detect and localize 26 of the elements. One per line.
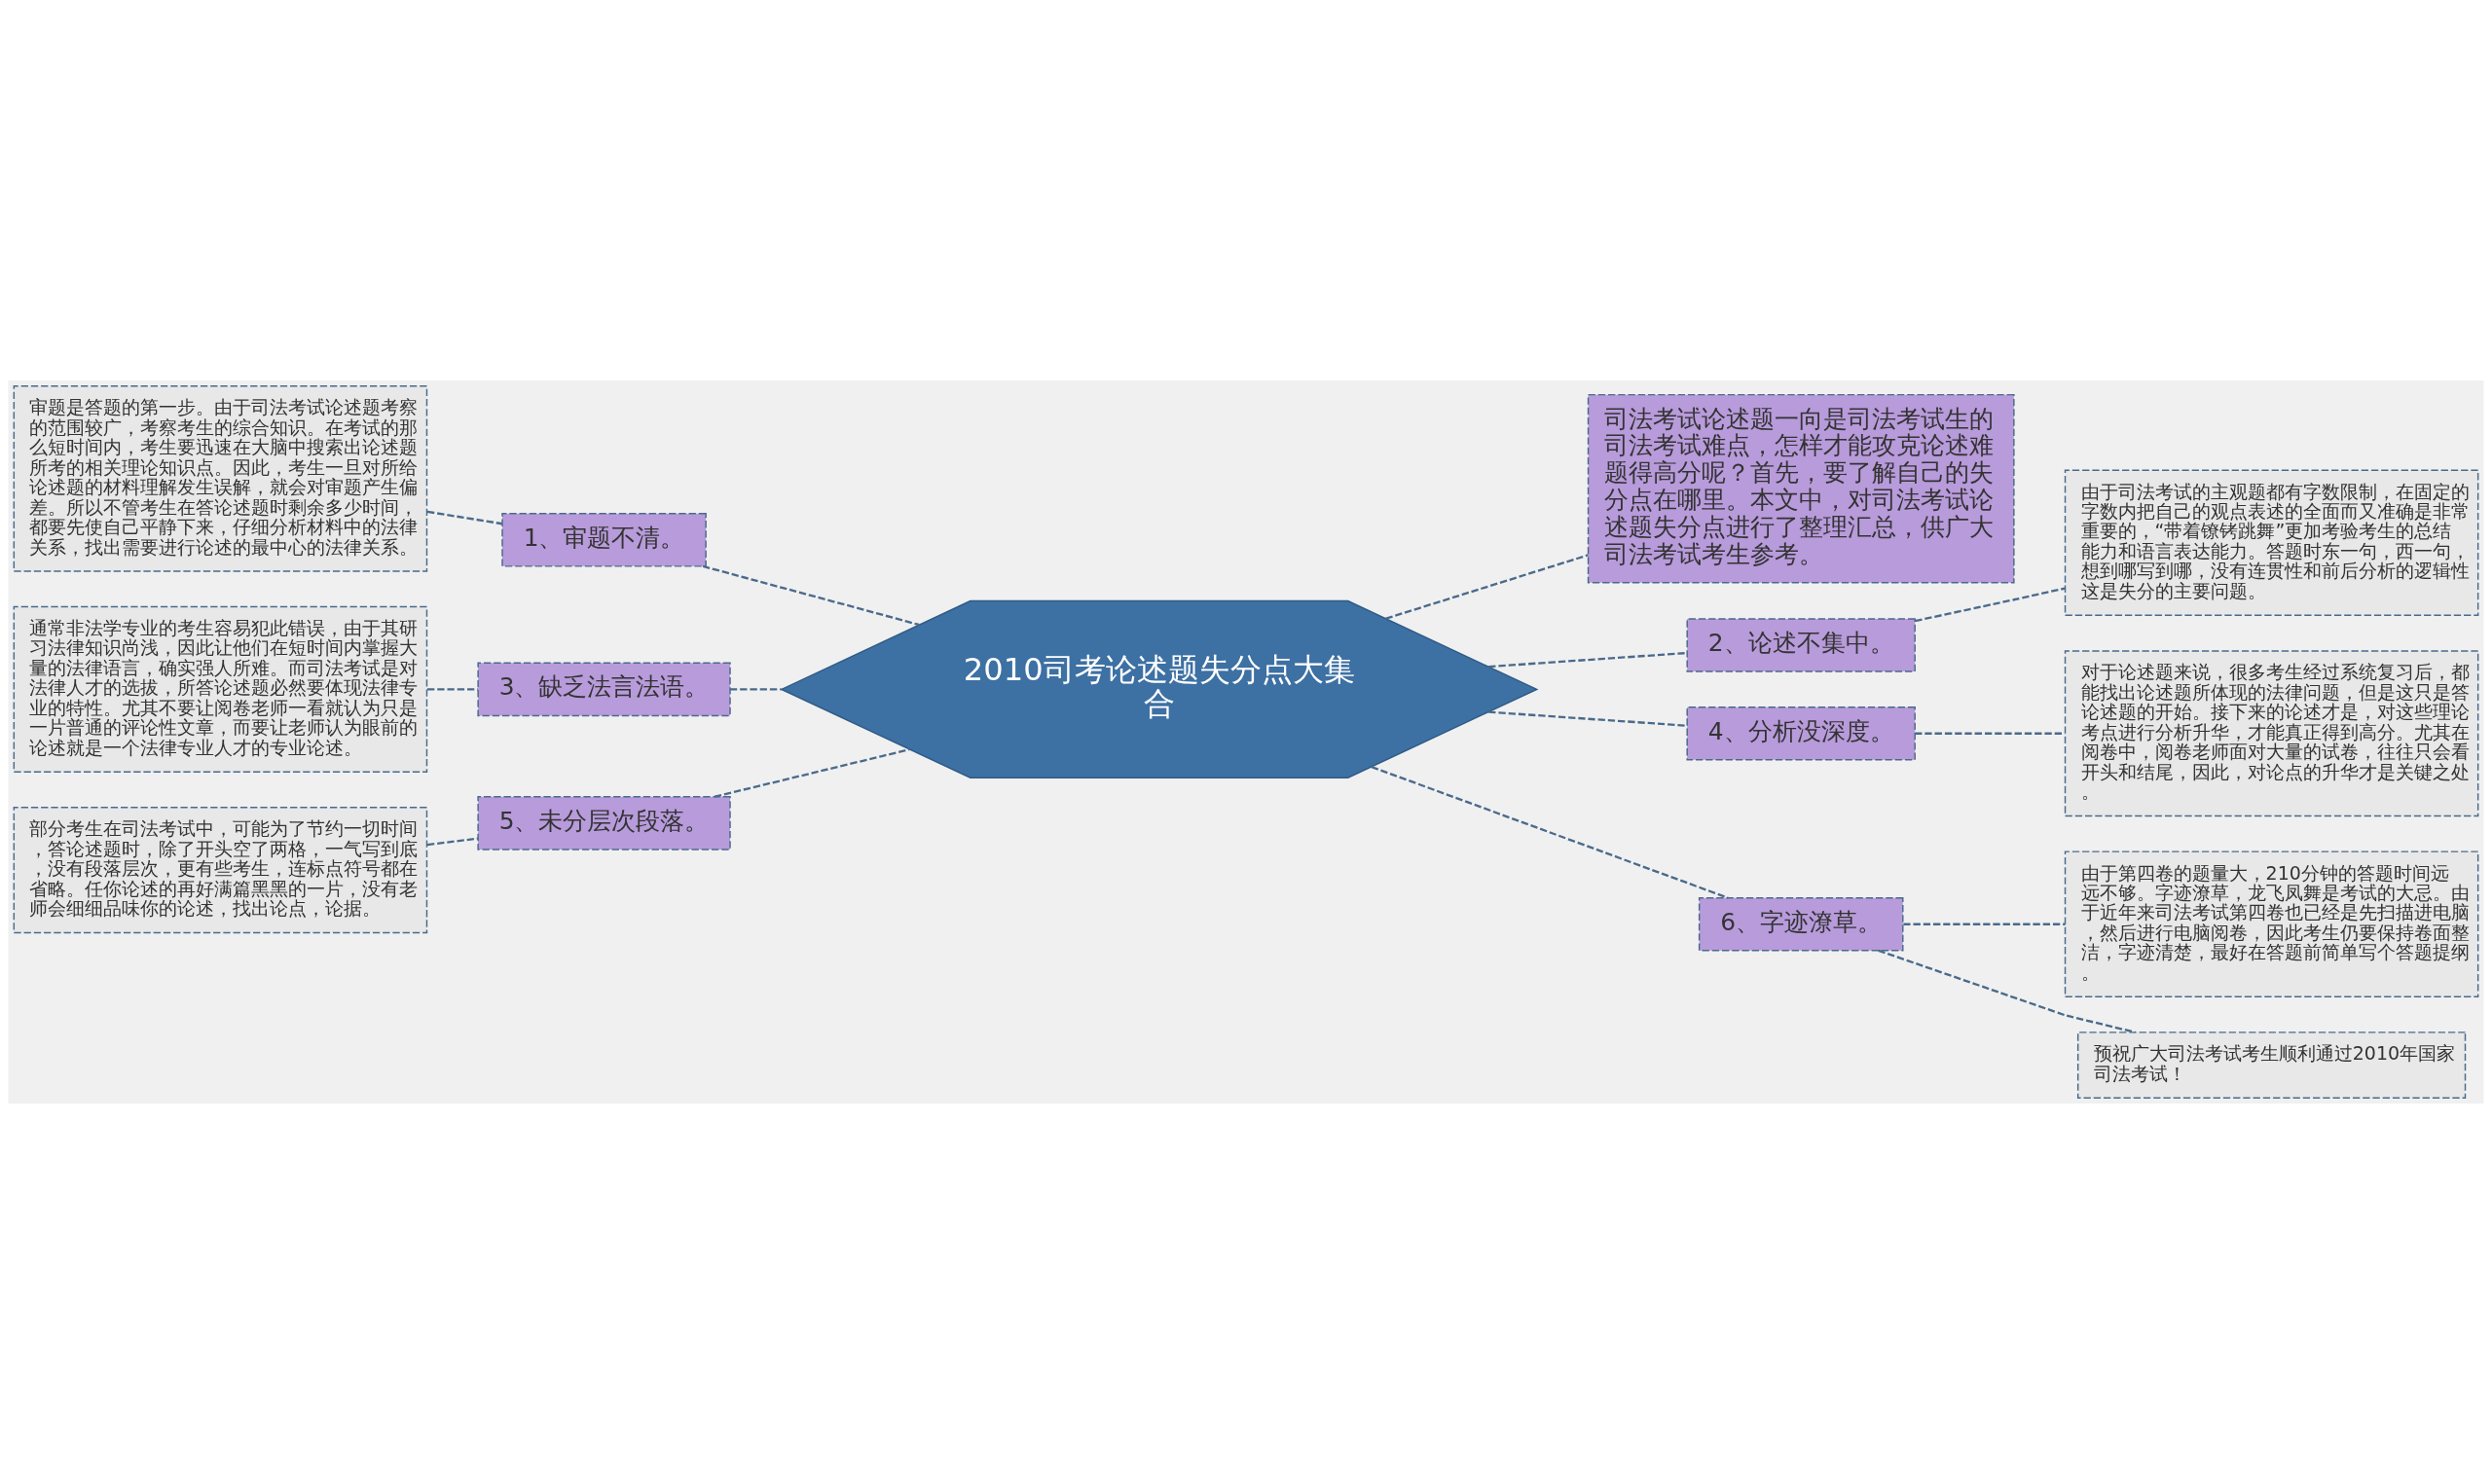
connector (426, 688, 478, 691)
node-box: 司法考试论述题一向是司法考试生的司法考试难点，怎样才能攻克论述难题得高分呢？首先，要了解自己的失分点在哪里。本文中，对司法考试论述题失分点进行了整理汇总，供广大司法考试考生参考。 (1587, 393, 2015, 584)
node-box: 5、未分层次段落。 (477, 796, 731, 851)
connector (714, 748, 910, 798)
connector (1371, 765, 1729, 899)
connector (1915, 587, 2066, 623)
connector (1488, 710, 1688, 727)
node-box: 对于论述题来说，很多考生经过系统复习后，都能找出论述题所体现的法律问题，但是这只是答论述题的开始。接下来的论述才是，对这些理论考点进行分析升华，才能真正得到高分。尤其在阅卷中，阅卷老师面对大量的试卷，往往只会看开头和结尾，因此，对论点的升华才是关键之处。 (2064, 650, 2479, 817)
node-box: 3、缺乏法言法语。 (477, 662, 731, 717)
node-box: 预祝广大司法考试考生顺利通过2010年国家司法考试！ (2076, 1032, 2467, 1099)
node-box: 6、字迹潦草。 (1698, 896, 1904, 952)
node-box: 2、论述不集中。 (1686, 618, 1916, 672)
connector (1488, 651, 1688, 669)
node-box: 部分考生在司法考试中，可能为了节约一切时间，答论述题时，除了开头空了两格，一气写到底，没有段落层次，更有些考生，连标点符号都在省略。任你论述的再好满篇黑黑的一片，没有老师会细细品味你的论述，找出论点，论据。 (13, 807, 428, 934)
connector (730, 688, 782, 691)
connector (1385, 554, 1589, 620)
node-box: 1、审题不清。 (501, 513, 707, 567)
node-box: 4、分析没深度。 (1686, 706, 1916, 761)
connector (702, 564, 920, 627)
node-box: 由于司法考试的主观题都有字数限制，在固定的字数内把自己的观点表述的全面而又准确是非常重要的，“带着镣铐跳舞”更加考验考生的总结能力和语言表达能力。答题时东一句，西一句，想到哪写到哪，没有连贯性和前后分析的逻辑性这是失分的主要问题。 (2064, 469, 2479, 617)
connector (1903, 923, 2066, 925)
node-box: 由于第四卷的题量大，210分钟的答题时间远远不够。字迹潦草，龙飞凤舞是考试的大忌。由于近年来司法考试第四卷也已经是先扫描进电脑，然后进行电脑阅卷，因此考生仍要保持卷面整洁，字迹清楚，最好在答题前简单写个答题提纲。 (2064, 851, 2479, 998)
connector (426, 837, 479, 847)
connector (426, 510, 503, 525)
node-box: 审题是答题的第一步。由于司法考试论述题考察的范围较广，考察考生的综合知识。在考试的那么短时间内，考生要迅速在大脑中搜索出论述题所考的相关理论知识点。因此，考生一旦对所给论述题的材料理解发生误解，就会对审题产生偏差。所以不管考生在答论述题时剩余多少时间，都要先使自己平静下来，仔细分析材料中的法律关系，找出需要进行论述的最中心的法律关系。 (13, 385, 428, 572)
node-box: 通常非法学专业的考生容易犯此错误，由于其研习法律知识尚浅，因此让他们在短时间内掌握大量的法律语言，确实强人所难。而司法考试是对法律人才的选拔，所答论述题必然要体现法律专业的特性。尤其不要让阅卷老师一看就认为只是一片普通的评论性文章，而要让老师认为眼前的论述就是一个法律专业人才的专业论述。 (13, 605, 428, 773)
